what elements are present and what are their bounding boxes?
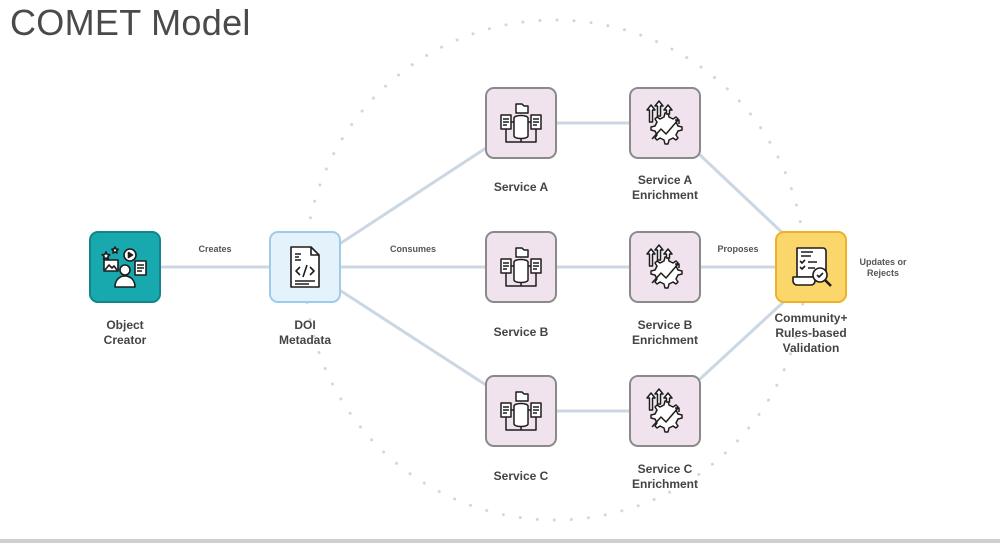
page-title: COMET Model (10, 2, 251, 43)
edge-enrichment-a-validation (698, 153, 792, 242)
object-creator-label: Object Creator (103, 318, 147, 347)
edge-enrichment-c-validation (698, 294, 792, 381)
database-documents-icon (500, 103, 542, 143)
enrichment-a-node[interactable] (629, 87, 701, 159)
enrichment-c-label: Service C Enrichment (631, 462, 698, 491)
gear-growth-icon (646, 388, 683, 433)
edge-label-consumes: Consumes (389, 244, 436, 254)
edge-label-updates-or-rejects: Updates or Rejects (859, 257, 907, 278)
enrichment-c-node[interactable] (629, 375, 701, 447)
enrichment-b-label: Service B Enrichment (631, 318, 698, 347)
enrichment-a-label: Service A Enrichment (631, 173, 698, 202)
edge-doi-service-a (339, 146, 488, 245)
service-b-label: Service B (493, 325, 549, 339)
gear-growth-icon (646, 100, 683, 145)
database-documents-icon (500, 247, 542, 287)
checklist-magnifier-icon (792, 247, 832, 287)
service-c-label: Service C (493, 469, 549, 483)
validation-label: Community+ Rules-based Validation (774, 311, 848, 355)
code-document-icon (290, 246, 320, 288)
doi-metadata-node[interactable] (269, 231, 341, 303)
doi-metadata-label: DOI Metadata (278, 318, 331, 347)
edge-label-proposes: Proposes (717, 244, 759, 254)
bottom-divider (0, 539, 1000, 543)
enrichment-b-node[interactable] (629, 231, 701, 303)
database-documents-icon (500, 391, 542, 431)
object-creator-node[interactable] (89, 231, 161, 303)
service-a-label: Service A (493, 180, 549, 194)
validation-node[interactable] (775, 231, 847, 303)
edge-doi-service-c (339, 289, 488, 387)
edge-label-creates: Creates (198, 244, 232, 254)
service-b-node[interactable] (485, 231, 557, 303)
service-a-node[interactable] (485, 87, 557, 159)
service-c-node[interactable] (485, 375, 557, 447)
gear-growth-icon (646, 244, 683, 289)
creator-media-icon (101, 246, 147, 288)
